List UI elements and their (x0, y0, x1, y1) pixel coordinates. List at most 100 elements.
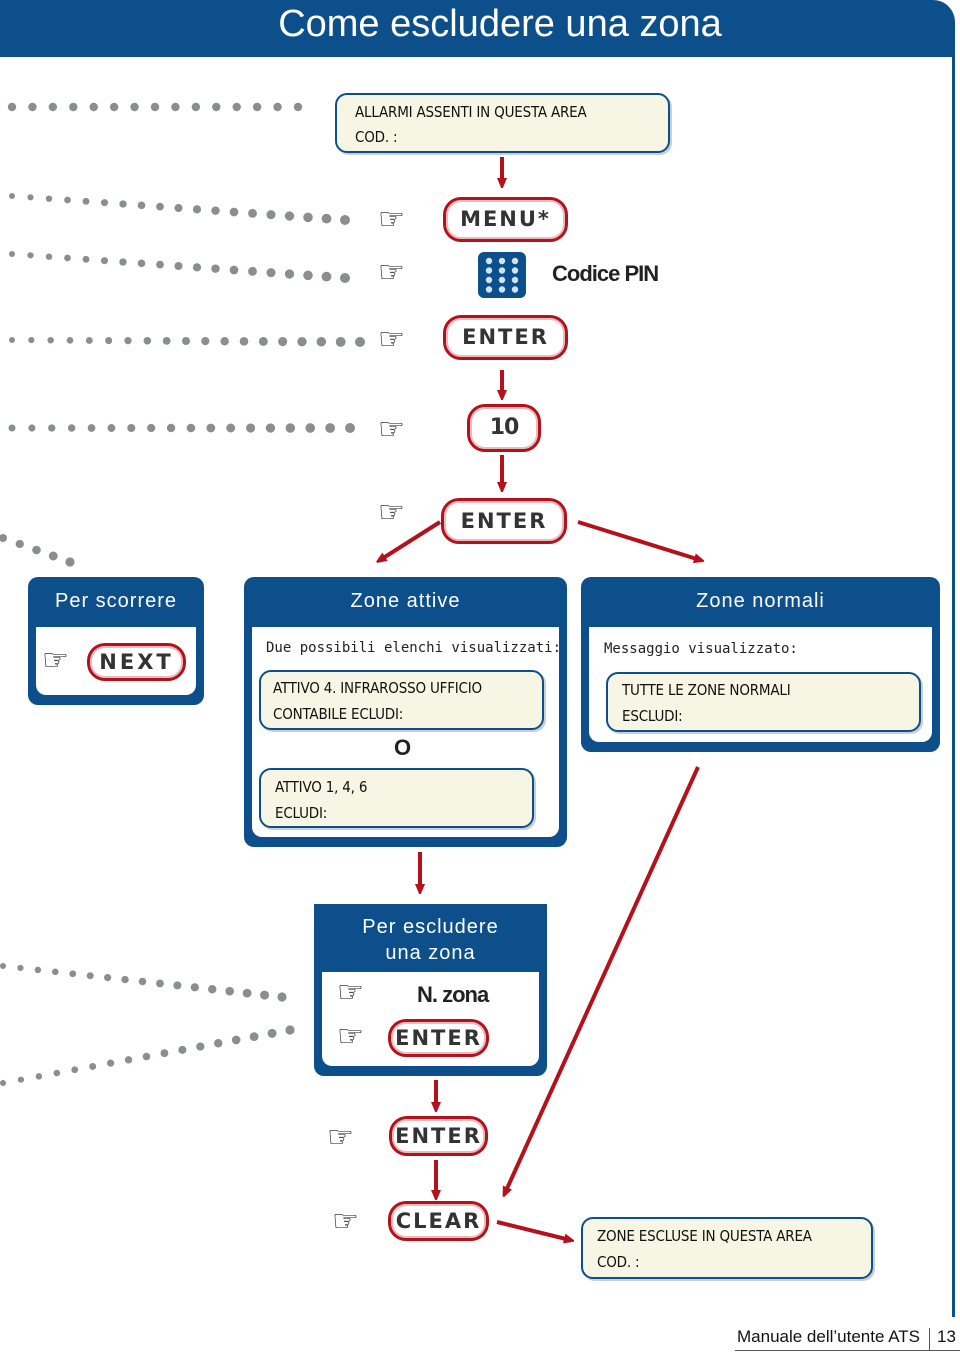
trail-dot (316, 337, 327, 347)
trail-dot (273, 102, 282, 112)
keypad-button-dot (511, 276, 519, 284)
trail-dot (355, 337, 365, 347)
trail-dot (86, 972, 94, 980)
trail-dot (15, 539, 24, 549)
trail-dot (143, 337, 152, 345)
trail-dot (124, 337, 132, 345)
panel-scroll: Per scorrere (28, 577, 204, 705)
trail-dot (252, 102, 262, 112)
trail-dot (229, 265, 239, 275)
trail-dot (246, 423, 256, 433)
hand-pointing-icon: ☞ (378, 202, 405, 237)
next-key[interactable]: NEXT (87, 643, 186, 681)
trail-dot (265, 423, 276, 433)
trail-dot (321, 213, 332, 224)
hand-pointing-icon: ☞ (42, 643, 69, 678)
trail-dot (173, 981, 182, 990)
right-margin-rule (952, 57, 955, 1317)
trail-dot (278, 337, 288, 347)
trail-dot (48, 102, 58, 112)
trail-dot (66, 337, 74, 344)
trail-dot (231, 1035, 241, 1045)
trail-dot (248, 266, 257, 276)
trail-dot (53, 1069, 61, 1077)
panel-title: Zone attive (350, 590, 461, 612)
display-line: ESCLUDI: (622, 707, 683, 725)
trail-dot (69, 970, 77, 978)
trail-dot (47, 337, 54, 344)
trail-dot (105, 337, 113, 345)
or-label: O (394, 735, 411, 760)
trail-dot (229, 207, 239, 217)
keypad-button-dot (498, 276, 506, 284)
trail-dot (137, 201, 146, 210)
trail-dot (239, 337, 249, 346)
display-active-single: ATTIVO 4. INFRAROSSO UFFICIO CONTABILE E… (259, 670, 544, 730)
trail-dot (48, 551, 58, 561)
trail-dot (345, 423, 355, 433)
trail-dot (142, 1052, 151, 1061)
trail-dot (82, 255, 90, 263)
trail-dot (104, 974, 112, 982)
keypad-button-dot (511, 257, 519, 265)
hand-pointing-icon: ☞ (378, 495, 405, 530)
enter-key[interactable]: ENTER (388, 1019, 489, 1057)
trail-dot (137, 259, 146, 268)
trail-dot (34, 966, 42, 974)
display-line: ZONE ESCLUSE IN QUESTA AREA (597, 1227, 812, 1245)
trail-dot (64, 254, 71, 262)
display-line: ALLARMI ASSENTI IN QUESTA AREA (355, 103, 587, 121)
trail-dot (32, 545, 41, 555)
trail-dot (211, 264, 220, 273)
keypad-button-dot (498, 286, 506, 293)
clear-key[interactable]: CLEAR (388, 1201, 489, 1241)
trail-dot (0, 1080, 6, 1086)
display-active-list: ATTIVO 1, 4, 6 ECLUDI: (259, 768, 534, 828)
trail-dot (303, 212, 313, 223)
trail-dot (89, 102, 98, 112)
trail-dot (17, 964, 24, 972)
trail-dot (260, 990, 270, 1000)
trail-dot (297, 337, 307, 347)
hand-pointing-icon: ☞ (337, 1019, 364, 1054)
trail-dot (119, 200, 127, 208)
trail-dot (156, 260, 164, 269)
display-normal: TUTTE LE ZONE NORMALI ESCLUDI: (606, 672, 921, 732)
footer-rule (735, 1350, 960, 1351)
trail-dot (162, 337, 171, 345)
flow-arrows (380, 157, 700, 1240)
trail-dot (201, 337, 210, 346)
trail-dot (206, 423, 216, 433)
enter-key[interactable]: ENTER (389, 1116, 488, 1156)
dot-trails (0, 102, 365, 1086)
enter-key[interactable]: ENTER (443, 315, 568, 360)
menu-key[interactable]: MENU* (443, 197, 568, 242)
trail-dot (48, 424, 56, 432)
display-excluded-zones: ZONE ESCLUSE IN QUESTA AREA COD. : (581, 1217, 873, 1279)
keypad-button-dot (511, 267, 519, 274)
trail-dot (35, 1073, 43, 1080)
trail-dot (71, 1066, 79, 1074)
enter-key[interactable]: ENTER (441, 498, 567, 544)
trail-dot (212, 102, 221, 112)
panel-title-line: Per escludere (362, 916, 499, 938)
trail-dot (160, 1049, 169, 1058)
trail-dot (69, 102, 78, 112)
footer-separator (929, 1328, 930, 1350)
trail-dot (305, 423, 316, 433)
ten-key[interactable]: 10 (467, 404, 541, 452)
trail-dot (303, 270, 313, 281)
trail-dot (340, 273, 350, 283)
keypad-button-dot (485, 286, 493, 293)
trail-dot (186, 423, 196, 433)
trail-dot (156, 202, 164, 211)
trail-dot (325, 423, 336, 433)
trail-dot (266, 268, 276, 278)
trail-dot (196, 1042, 205, 1051)
trail-dot (192, 263, 202, 272)
trail-dot (52, 968, 59, 976)
trail-dot (211, 206, 220, 215)
trail-dot (266, 210, 276, 220)
trail-dot (258, 337, 268, 346)
